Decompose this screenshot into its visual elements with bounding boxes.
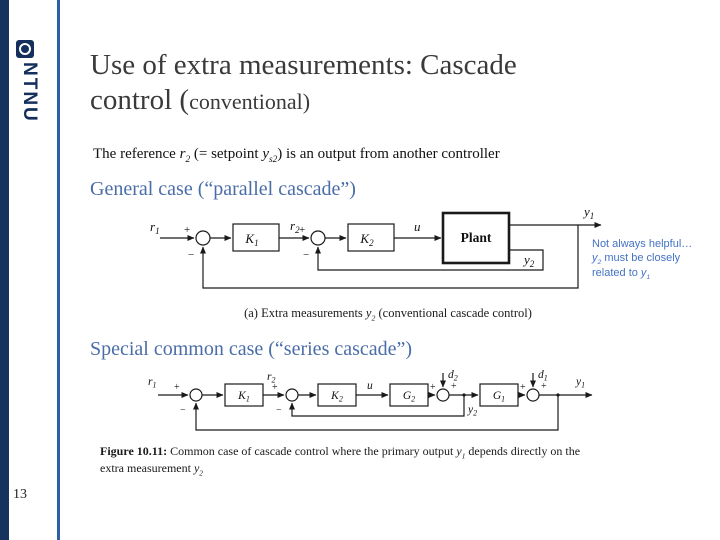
block-plant [441,211,511,265]
left-navy-bar [0,0,9,540]
label-d1: d1 [538,369,548,383]
label-k2: K2 [330,390,343,404]
diagram1-caption: (a) Extra measurements y2 (conventional … [138,306,638,323]
label-r2: r2 [267,371,275,385]
note-line2: y2 must be closely [592,251,718,267]
vertical-accent-line [57,0,60,540]
label-r1: r1 [148,376,156,390]
label-k1: K1 [244,231,258,248]
label-g2: G2 [403,390,415,404]
text-run: The reference [93,146,180,162]
var-y2: y [365,306,372,320]
plus-sign: + [174,382,180,393]
logo-ring-icon [19,43,31,55]
note-line1: Not always helpful… [592,238,693,250]
diagram2-caption: Figure 10.11: Common case of cascade con… [100,443,700,478]
sum-junction-d1 [526,388,540,402]
minus-sign: − [180,405,186,416]
sum-junction-1 [189,388,203,402]
ntnu-logo-icon [16,40,34,58]
title-line1: Use of extra measurements: Cascade [90,49,517,81]
label-plant: Plant [461,230,492,245]
var-y2-sub: 2 [371,313,376,323]
page-number: 13 [13,487,27,502]
text-run: depends directly on the [465,444,581,458]
var-y1-sub: 1 [461,451,466,461]
plus-sign: + [451,381,457,392]
var-ys2: y [262,146,269,162]
var-y2-sub: 2 [199,468,204,478]
var-y2: y [592,252,598,265]
var-r2-sub: 2 [185,155,191,165]
block-k1 [232,223,280,252]
slide-title: Use of extra measurements: Cascade contr… [90,48,650,119]
sum-junction-2 [285,388,299,402]
text-run: (= setpoint [190,146,263,162]
sum-junction-1 [195,230,211,246]
text-run: (a) Extra measurements [244,306,366,320]
text-run: must be closely [601,252,681,265]
block-k2 [317,383,357,407]
label-u: u [414,219,421,234]
ntnu-logo-text: NTNU [19,62,40,123]
note-box: Not always helpful… y2 must be closely r… [592,237,718,281]
label-d2: d2 [448,369,458,383]
var-y2: y [193,461,200,476]
var-ys2-sub: s2 [268,155,278,165]
branch-dot-y2 [462,393,466,397]
label-u: u [367,380,373,392]
heading-special-case: Special common case (“series cascade”) [90,338,413,360]
minus-sign: − [188,249,194,261]
label-r2: r2 [290,218,300,235]
sum-junction-2 [310,230,326,246]
plus-sign: + [520,382,526,393]
label-y2: y2 [522,252,535,269]
block-g1 [479,383,519,407]
var-y1-sub: 1 [646,273,651,281]
diagram-series-cascade: r1 + − K1 r2 + − K2 u G2 d2 + + y2 G1 d1… [148,369,593,431]
label-y2: y2 [467,404,477,418]
diagram1-connectors [160,222,602,289]
plus-sign: + [299,224,305,236]
title-line2-small: conventional) [189,89,311,115]
label-y1: y1 [575,376,585,390]
note-line3: related to y1 [592,266,718,281]
plus-sign: + [184,224,190,236]
text-run: ) is an output from another controller [277,146,500,162]
intro-text: The reference r2 (= setpoint ys2) is an … [93,146,673,165]
label-r1: r1 [150,219,160,236]
block-k1 [224,383,264,407]
plus-sign: + [272,382,278,393]
block-k2 [347,223,395,252]
var-y1: y [640,266,647,279]
var-r2: r [179,146,186,162]
plus-sign: + [541,381,547,392]
var-y1: y [456,444,462,458]
figure-label: Figure 10.11: [100,444,168,458]
minus-sign: − [276,405,282,416]
diagram2-connectors [158,373,593,431]
var-y2-sub: 2 [597,259,602,267]
plus-sign: + [430,382,436,393]
label-k2: K2 [359,231,374,248]
diagram-parallel-cascade: r1 + − K1 r2 + − K2 u Plant y1 y2 [150,204,602,289]
label-y1: y1 [582,204,594,221]
minus-sign: − [303,249,309,261]
label-g1: G1 [493,390,505,404]
text-run: extra measurement [100,461,194,476]
label-k1: K1 [237,390,250,404]
heading-general-case: General case (“parallel cascade”) [90,178,356,200]
text-run: Common case of cascade control where the… [167,444,457,458]
block-g2 [389,383,429,407]
text-run: (conventional cascade control) [375,306,532,320]
sum-junction-d2 [436,388,450,402]
text-run: related to [592,266,641,279]
title-line2: control ( [90,84,190,117]
branch-dot-y1 [556,393,560,397]
